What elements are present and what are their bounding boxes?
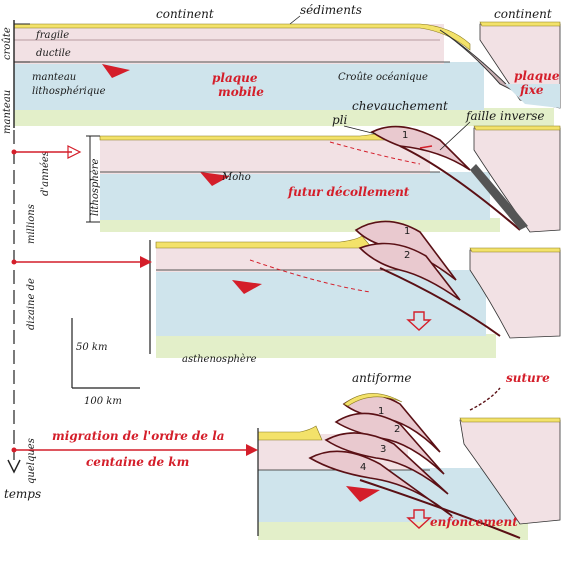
plaque-fixe-label-2: fixe: [519, 83, 544, 97]
stage-dot-2: [11, 149, 17, 155]
timeline-arrowhead: [7, 459, 21, 474]
thrust-sheet-4-3: [324, 432, 449, 495]
stage-arrow-3-head: [140, 256, 152, 268]
asthenosphere-label: asthenosphère: [182, 354, 257, 365]
down-arrow-4: [406, 509, 432, 529]
mantle-layer: [14, 62, 484, 110]
crust-layer: [14, 24, 444, 64]
thrust-sheet-4-4: [308, 450, 453, 517]
stage-3: 1 2 asthenosphère: [149, 220, 561, 365]
timeline-label-1: quelques: [26, 438, 37, 484]
thrust-arrow-2: [419, 145, 433, 149]
thrust-sheet-4-2: [334, 412, 445, 475]
plaque-fixe-label-1: plaque: [514, 69, 560, 83]
stage3-number-2: 2: [404, 250, 410, 261]
moho-label: Moho: [221, 172, 251, 183]
stage-dot-4: [11, 447, 17, 453]
futur-decollement-label: futur décollement: [287, 185, 410, 199]
right-mantle: [505, 84, 560, 108]
timeline-label-3: millions: [26, 204, 37, 244]
timeline-label-2: dizaine de: [26, 278, 37, 330]
stage4-number-3: 3: [380, 444, 386, 455]
mantle-layer-2: [100, 172, 490, 220]
continent-left-label: continent: [156, 7, 214, 21]
asthenosphere-layer-3: [156, 334, 496, 358]
thrust-sheet-3-2: [358, 242, 461, 301]
future-decollement-3: [249, 259, 371, 293]
scale-vertical-label: 50 km: [76, 342, 107, 353]
asthenosphere-layer: [14, 108, 554, 126]
lithosphere-label: lithosphère: [90, 158, 101, 216]
plaque-mobile-label-2: mobile: [218, 85, 264, 99]
timeline: quelques dizaine de millions d'années te…: [4, 130, 258, 501]
stage3-number-1: 1: [404, 226, 410, 237]
right-continent-4: [459, 419, 561, 525]
faille-leader: [439, 121, 471, 151]
down-arrow-3: [406, 311, 432, 331]
sediment-layer-4: [257, 425, 323, 441]
stage4-number-1: 1: [378, 406, 384, 417]
pli-label: pli: [332, 113, 348, 127]
right-continent-sediment-2: [473, 125, 561, 131]
suture-line: [469, 387, 501, 411]
motion-arrow-1: [102, 64, 130, 78]
right-continent-sediment-4: [459, 417, 561, 423]
stage-1: continent sédiments continent croûte man…: [2, 3, 561, 134]
antiforme-label: antiforme: [352, 371, 411, 385]
ductile-label: ductile: [36, 48, 71, 59]
crust-layer-3: [156, 244, 396, 272]
stage-arrow-2-head: [67, 145, 82, 159]
pli-leader: [343, 125, 377, 135]
thrust-fault-4: [359, 479, 521, 539]
sediments-label: sédiments: [300, 3, 362, 17]
timeline-label-4: d'années: [40, 151, 51, 196]
thrust-fault-3: [379, 267, 501, 337]
stage-arrow-4-head: [246, 444, 258, 456]
stage-dot-3: [11, 259, 17, 265]
croute-vertical-label: croûte: [2, 27, 13, 60]
migration-label-1: migration de l'ordre de la: [52, 429, 225, 443]
plaque-mobile-label-1: plaque: [212, 71, 258, 85]
suture-label: suture: [506, 371, 550, 385]
crust-layer-2: [100, 138, 430, 174]
sediment-cap-4: [343, 393, 403, 407]
right-continent-sediment-3: [469, 247, 561, 253]
asthenosphere-layer-2: [100, 218, 500, 232]
stage-2: lithosphère 1 Moho futur décollement pli…: [86, 99, 561, 233]
motion-arrow-4: [346, 486, 380, 502]
manteau-vertical-label: manteau: [2, 90, 13, 134]
right-continent-sediment: [479, 21, 561, 27]
sediment-layer-3: [155, 235, 373, 249]
stage-4: 1 2 3 4 antiforme suture enfoncement: [257, 371, 561, 540]
stage4-number-4: 4: [360, 462, 366, 473]
motion-arrow-2: [200, 172, 230, 186]
chevauchement-label: chevauchement: [352, 99, 448, 113]
stage2-number-1: 1: [402, 130, 408, 141]
manteau-lith-label-1: manteau: [32, 72, 76, 83]
motion-arrow-3: [232, 280, 262, 294]
continent-right-label: continent: [494, 7, 552, 21]
thrust-fault-main: [399, 145, 521, 231]
right-continent-3: [469, 249, 561, 339]
oceanic-slab-2: [470, 164, 528, 230]
fragile-label: fragile: [35, 30, 69, 41]
future-decollement: [329, 141, 421, 165]
stage4-number-2: 2: [394, 424, 400, 435]
right-continent-2: [473, 127, 561, 233]
migration-label-2: centaine de km: [86, 455, 189, 469]
sediment-layer-2: [99, 127, 421, 141]
enfoncement-label: enfoncement: [430, 515, 518, 529]
sediment-layer: [13, 23, 471, 51]
faille-inverse-label: faille inverse: [465, 109, 544, 123]
temps-label: temps: [4, 487, 41, 501]
sediments-leader: [289, 15, 301, 25]
asthenosphere-layer-4: [258, 520, 528, 540]
scale-horizontal-label: 100 km: [84, 396, 122, 407]
manteau-lith-label-2: lithosphérique: [32, 86, 106, 97]
croute-oceanique-label: Croûte océanique: [338, 72, 428, 83]
